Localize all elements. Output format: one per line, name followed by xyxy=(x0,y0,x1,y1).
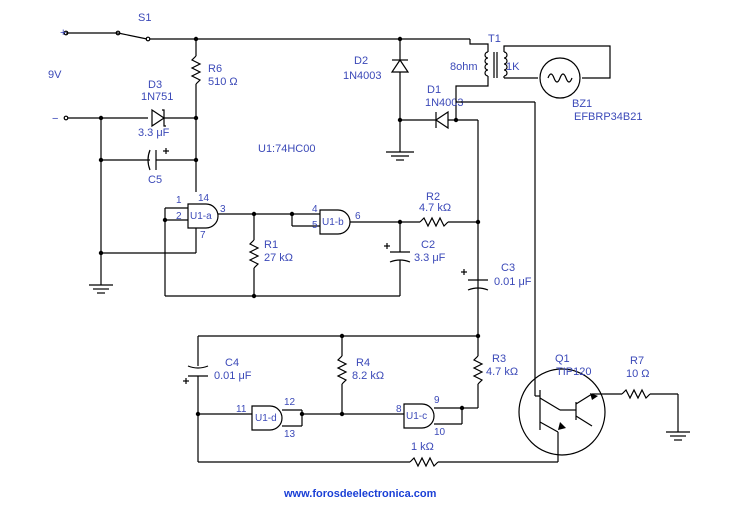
supply-minus-label: − xyxy=(52,113,58,125)
resistor-r3 xyxy=(472,336,484,408)
gate-a-label: U1-a xyxy=(190,211,212,222)
c5-label: C5 xyxy=(148,174,162,186)
c2-value: 3.3 μF xyxy=(414,252,446,264)
pin-1: 1 xyxy=(176,195,182,206)
pin-4: 4 xyxy=(312,204,318,215)
resistor-r1 xyxy=(165,211,400,299)
pin-12: 12 xyxy=(284,397,296,408)
r4-value: 8.2 kΩ xyxy=(352,370,384,382)
pin-14: 14 xyxy=(198,193,210,204)
supply-voltage-label: 9V xyxy=(48,69,62,81)
c3-label: C3 xyxy=(501,262,515,274)
gate-c-label: U1-c xyxy=(406,411,427,422)
gate-d-label: U1-d xyxy=(255,413,277,424)
bz1-value: EFBRP34B21 xyxy=(574,111,642,123)
d2-label: D2 xyxy=(354,55,368,67)
r3-value: 4.7 kΩ xyxy=(486,366,518,378)
r1-value: 27 kΩ xyxy=(264,252,293,264)
zener-d3 xyxy=(151,108,196,128)
supply-plus-label: + xyxy=(60,27,66,39)
t1-label: T1 xyxy=(488,33,501,45)
bz1-label: BZ1 xyxy=(572,98,592,110)
resistor-base-1k xyxy=(198,446,559,468)
pin-6: 6 xyxy=(355,211,361,222)
pin-7: 7 xyxy=(200,230,206,241)
c3-value: 0.01 μF xyxy=(494,276,532,288)
pin-9: 9 xyxy=(434,395,440,406)
resistor-r7 xyxy=(621,388,690,441)
diode-d2 xyxy=(386,36,414,161)
supply-plus-terminal xyxy=(63,30,118,36)
resistor-r6 xyxy=(190,36,202,192)
gate-u1-d xyxy=(251,405,342,431)
left-ground-rail xyxy=(89,115,197,294)
buzzer-bz1 xyxy=(539,57,581,99)
q1-label: Q1 xyxy=(555,353,570,365)
d2-value: 1N4003 xyxy=(343,70,382,82)
capacitor-c2 xyxy=(384,222,411,296)
q1-value: TIP120 xyxy=(556,366,591,378)
s1-label: S1 xyxy=(138,12,151,24)
diode-d1 xyxy=(400,102,479,336)
footer-url[interactable]: www.forosdeelectronica.com xyxy=(283,488,437,500)
pin-2: 2 xyxy=(176,211,182,222)
t1-secondary: 1K xyxy=(506,61,520,73)
transistor-q1 xyxy=(518,368,622,456)
r2-value: 4.7 kΩ xyxy=(419,202,451,214)
gate-u1-c xyxy=(403,403,478,429)
gate-u1-a xyxy=(162,203,292,296)
gate-b-label: U1-b xyxy=(322,217,344,228)
r7-value: 10 Ω xyxy=(626,368,650,380)
capacitor-c4 xyxy=(183,336,252,462)
u1-part-label: U1:74HC00 xyxy=(258,143,315,155)
r7-label: R7 xyxy=(630,355,644,367)
pin-11: 11 xyxy=(236,404,247,415)
pin-3: 3 xyxy=(220,204,226,215)
d3-label: D3 xyxy=(148,79,162,91)
capacitor-c3 xyxy=(461,269,489,291)
r1-label: R1 xyxy=(264,239,278,251)
d1-label: D1 xyxy=(427,84,441,96)
c2-label: C2 xyxy=(421,239,435,251)
resistor-r4 xyxy=(336,336,404,417)
d1-value: 1N4003 xyxy=(425,97,464,109)
capacitor-c5 xyxy=(101,148,196,171)
r6-label: R6 xyxy=(208,63,222,75)
r3-label: R3 xyxy=(492,353,506,365)
supply-minus-terminal xyxy=(63,115,148,121)
d3-value: 1N751 xyxy=(141,91,173,103)
t1-primary: 8ohm xyxy=(450,61,478,73)
c4-value: 0.01 μF xyxy=(214,370,252,382)
transformer-t1 xyxy=(455,39,611,370)
pin-10: 10 xyxy=(434,427,446,438)
pin-13: 13 xyxy=(284,429,296,440)
r4-label: R4 xyxy=(356,357,370,369)
pin-8: 8 xyxy=(396,404,402,415)
c5-value: 3.3 μF xyxy=(138,127,170,139)
r2-label: R2 xyxy=(426,191,440,203)
rb-value: 1 kΩ xyxy=(411,441,434,453)
lower-bus xyxy=(198,333,481,339)
c4-label: C4 xyxy=(225,357,239,369)
pin-5: 5 xyxy=(312,220,318,231)
resistor-r2 xyxy=(400,216,481,228)
gate-u1-b xyxy=(289,209,403,235)
switch-s1[interactable] xyxy=(115,24,470,42)
r6-value: 510 Ω xyxy=(208,76,238,88)
